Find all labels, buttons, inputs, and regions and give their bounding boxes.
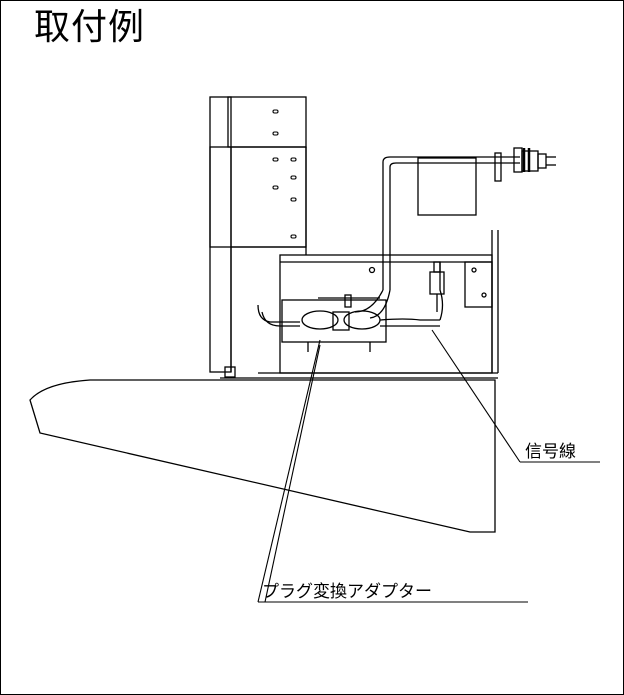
plug-adapter [257,289,440,352]
hood-chassis [220,230,499,379]
leader-lines [257,329,600,603]
label-plug-adapter: プラグ変換アダプター [262,582,432,602]
power-cord [382,147,556,290]
signal-connector [429,261,445,321]
hood-body [29,379,496,533]
page-title: 取付例 [34,7,146,48]
wall-bracket [209,96,307,373]
label-signal-wire: 信号線 [525,442,576,462]
